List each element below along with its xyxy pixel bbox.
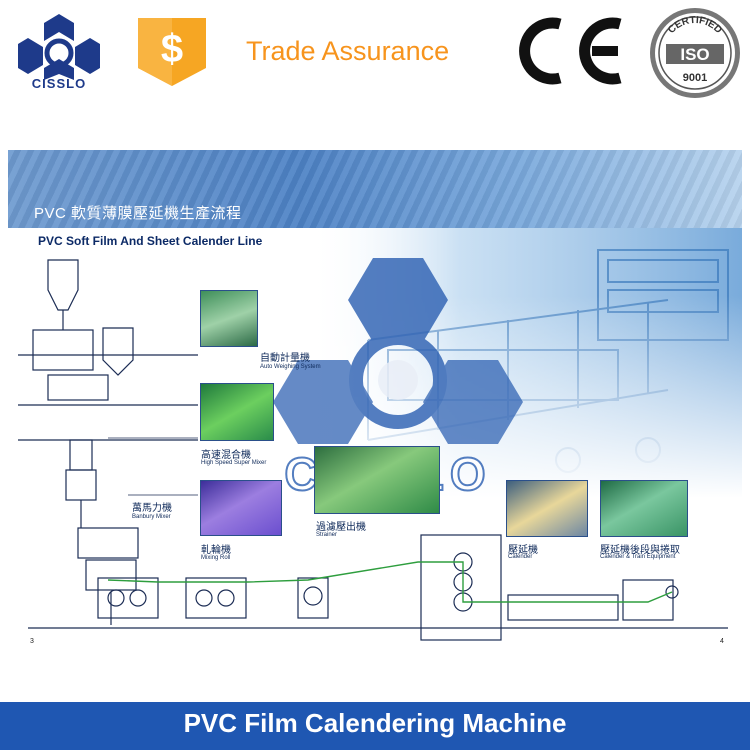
footer-title: PVC Film Calendering Machine [183,708,567,738]
dollar-shield-icon: $ [138,18,206,86]
svg-text:ISO: ISO [680,45,709,64]
title-band [8,150,742,228]
svg-text:$: $ [161,27,183,71]
station-cn-label: 壓延機後段與捲取 [600,545,680,556]
station-cn-label: 軋輪機 [201,545,231,556]
station-en-label: Auto Weighing System [260,364,321,370]
production-line-drawing [28,534,728,641]
diagram-title-en: PVC Soft Film And Sheet Calender Line [38,234,263,248]
super-mixer-photo [200,383,274,441]
station-en-label: Banbury Mixer [132,514,171,520]
station-en-label: Calender & Train Equipment [600,554,676,560]
station-en-label: Calender [508,554,533,560]
station-en-label: High Speed Super Mixer [201,460,267,466]
station-en-label: Mixing Roll [201,555,231,561]
film-path-line [107,561,673,603]
cisslo-logo-icon [18,14,100,80]
process-diagram-panel: PVC 軟質薄膜壓延機生產流程 PVC Soft Film And Sheet … [8,150,742,652]
page-number-left: 3 [30,638,34,645]
station-en-label: Strainer [316,532,338,538]
iso-seal-icon: CERTIFIED ISO 9001 [650,8,740,98]
diagram-title-cn: PVC 軟質薄膜壓延機生產流程 [34,205,242,222]
page-number-right: 4 [720,638,724,645]
strainer-photo [314,446,440,514]
calender-train-photo [600,480,688,537]
station-cn-label: 過濾壓出機 [316,522,366,533]
ce-mark-icon [519,17,622,85]
header-strip: CISSLO $ Trade Assurance CERTIFIED ISO 9… [0,0,750,105]
brand-logo-text: CISSLO [31,76,87,91]
calender-photo [506,480,588,537]
station-cn-label: 萬馬力機 [132,503,172,514]
process-line-drawing: CISSLO [18,228,742,641]
trade-assurance-label: Trade Assurance [246,36,450,66]
footer-banner: PVC Film Calendering Machine [0,702,750,750]
mixing-roll-photo [200,480,282,536]
station-cn-label: 壓延機 [508,545,538,556]
auto-weighing-photo [200,290,258,347]
station-cn-label: 自動計量機 [260,353,310,364]
svg-text:9001: 9001 [683,72,707,84]
feed-tower-drawing [18,259,198,625]
station-cn-label: 高速混合機 [201,450,251,461]
